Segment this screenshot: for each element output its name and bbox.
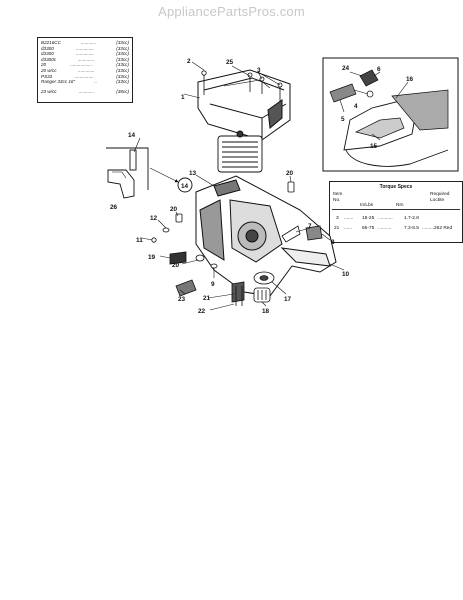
callout-21: 21 xyxy=(203,295,211,302)
torque-inlbs: 15-25 xyxy=(362,216,375,221)
model-row: Ranger 33cc 16"..(33cc) xyxy=(41,79,129,85)
callout-25: 25 xyxy=(226,59,234,66)
callout-1: 1 xyxy=(181,94,185,101)
model-list-box: B2216CC............(33cc) d3300.........… xyxy=(37,37,133,103)
chain-brake-inset xyxy=(322,57,459,172)
callout-14-top: 14 xyxy=(128,132,136,139)
header-nm: Nm xyxy=(396,203,404,208)
callout-24: 24 xyxy=(342,65,350,72)
model-row: 23 w/cc............(38cc) xyxy=(41,88,129,94)
leader-dots: ......... xyxy=(422,226,434,231)
top-cover-part xyxy=(197,69,291,141)
cover-screws xyxy=(201,70,283,102)
torque-loctite: 262 Red xyxy=(434,226,453,231)
torque-inlbs: 65-75 xyxy=(362,226,375,231)
callout-5: 5 xyxy=(341,116,345,123)
callout-20-right: 20 xyxy=(286,170,294,177)
callout-20-lower: 20 xyxy=(172,262,180,269)
model-row: d3300..............(33cc) xyxy=(41,51,129,57)
callout-20-left: 20 xyxy=(170,206,178,213)
callout-19: 19 xyxy=(148,254,156,261)
callout-15: 15 xyxy=(370,143,378,150)
model-row: 20 w/cc.............(33cc) xyxy=(41,67,129,73)
callout-8: 8 xyxy=(331,239,335,246)
right-small-parts xyxy=(281,181,323,243)
cylinder-part xyxy=(217,130,263,173)
callout-3: 3 xyxy=(257,67,261,74)
callout-6: 6 xyxy=(377,66,381,73)
callout-labels: 1 2 3 4 5 6 7 8 9 10 11 12 13 14 14 15 1… xyxy=(110,58,414,315)
leader-dots: .......... xyxy=(378,226,392,231)
clutch-parts xyxy=(231,271,275,306)
model-row: 20.................(33cc) xyxy=(41,62,129,68)
callout-12: 12 xyxy=(150,215,158,222)
callout-2: 2 xyxy=(187,58,191,65)
watermark-text: AppliancePartsPros.com xyxy=(158,4,305,19)
callout-4: 4 xyxy=(354,103,358,110)
model-row: B2216CC............(33cc) xyxy=(41,40,129,45)
leader-dots: ........... xyxy=(378,216,393,221)
model-row: d3300..............(33cc) xyxy=(41,45,129,51)
header-inlbs: In/Lbs xyxy=(360,203,374,208)
model-row: d3300c.............(33cc) xyxy=(41,56,129,62)
torque-nm: 7.3-8.5 xyxy=(404,226,419,231)
callout-26: 26 xyxy=(110,204,118,211)
callout-11: 11 xyxy=(136,237,143,244)
callout-22: 22 xyxy=(198,308,206,315)
callout-13: 13 xyxy=(189,170,197,177)
leader-lines xyxy=(133,61,409,311)
callout-16: 16 xyxy=(406,76,414,83)
callout-9: 9 xyxy=(211,281,215,288)
torque-nm: 1.7-2.8 xyxy=(404,216,419,221)
leader-dots: ...... xyxy=(344,226,352,231)
torque-title: Torque Specs xyxy=(379,184,413,190)
torque-item: 3 xyxy=(336,216,339,221)
header-divider xyxy=(332,209,460,210)
callout-17: 17 xyxy=(284,296,292,303)
fuel-fitting-inset xyxy=(106,147,149,199)
callout-10: 10 xyxy=(342,271,350,278)
left-small-parts xyxy=(151,213,218,297)
leader-dots: ....... xyxy=(344,216,354,221)
callout-7: 7 xyxy=(308,223,312,230)
main-housing-part xyxy=(195,175,337,297)
callout-14-circle xyxy=(177,177,193,193)
callout-18: 18 xyxy=(262,308,270,315)
callout-23: 23 xyxy=(178,296,186,303)
model-row: PS33...............(33cc) xyxy=(41,73,129,79)
torque-item: 21 xyxy=(334,226,340,231)
callout-14-circled: 14 xyxy=(181,183,189,190)
